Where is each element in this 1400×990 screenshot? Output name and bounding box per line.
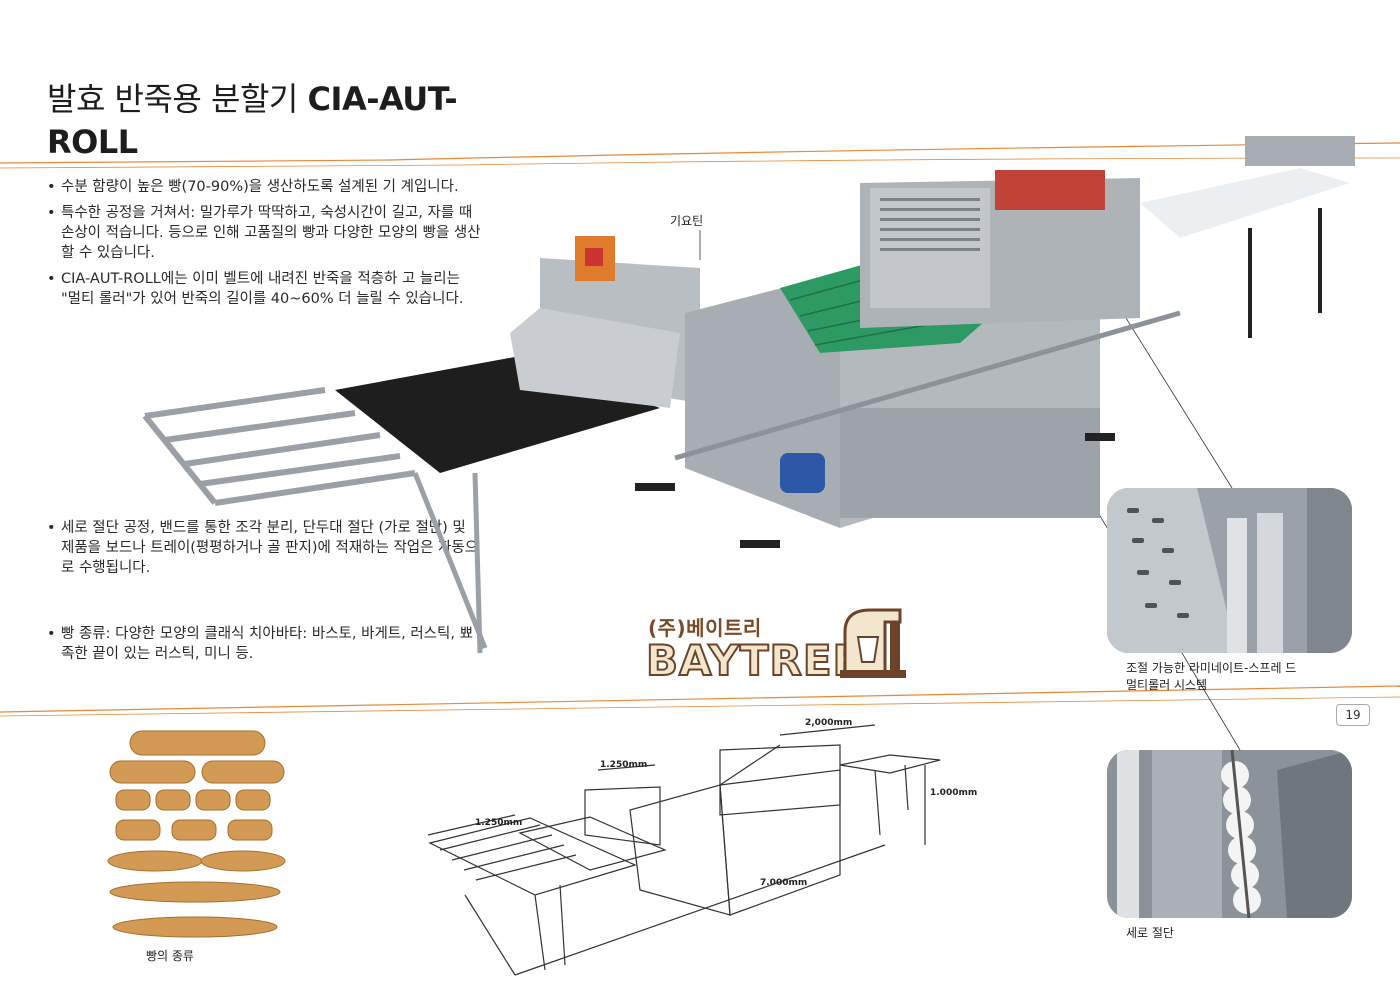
feature-item: 수분 함량이 높은 빵(70-90%)을 생산하도록 설계된 기 계입니다. [43,177,483,197]
feature-item: CIA-AUT-ROLL에는 이미 벨트에 내려진 반죽을 적층하 고 늘리는 … [43,269,483,309]
feature-item: 특수한 공정을 거쳐서: 밀가루가 딱딱하고, 숙성시간이 길고, 자를 때 손… [43,203,483,263]
laminate-roller-image [1107,488,1352,653]
dimension-drawing: 2,000mm 1.250mm 1.250mm 1.000mm 7.000mm [427,718,977,976]
bread-caption: 빵의 종류 [146,949,194,963]
cutting-photo [1107,750,1352,918]
dim-2000: 2,000mm [805,718,852,728]
feature-list: 수분 함량이 높은 빵(70-90%)을 생산하도록 설계된 기 계입니다. 특… [43,177,483,315]
mixer-logo-icon [840,608,906,678]
page-number: 19 [1336,704,1370,726]
guillotine-label: 기요틴 [670,214,704,228]
title-model-line2: ROLL [47,123,138,161]
feature-list-bottom: 빵 종류: 다양한 모양의 클래식 치아바타: 바스토, 바게트, 러스틱, 뾰… [43,624,483,670]
feature-item: 빵 종류: 다양한 모양의 클래식 치아바타: 바스토, 바게트, 러스틱, 뾰… [43,624,483,664]
brand-logo: BAYTREE [645,635,863,686]
dim-1250-left: 1.250mm [475,818,522,828]
dim-1000: 1.000mm [930,788,977,798]
laminate-photo [1107,488,1352,653]
laminate-caption: 조절 가능한 라미네이트-스프레 드 멀티롤러 시스템 [1126,661,1297,692]
company-name-ko: (주)베이트리 [648,616,762,640]
dim-1250-top: 1.250mm [600,760,647,770]
cutting-caption: 세로 절단 [1126,926,1174,940]
machine-illustration [142,136,1355,654]
title-model-line1: CIA-AUT- [307,80,458,118]
cutting-blade-image [1107,750,1352,918]
feature-list-mid: 세로 절단 공정, 밴드를 통한 조각 분리, 단두대 절단 (가로 절단) 및… [43,518,483,584]
title-regular: 발효 반죽용 분할기 [47,80,308,118]
bread-types-image [107,730,286,938]
dim-7000: 7.000mm [760,878,807,888]
feature-item: 세로 절단 공정, 밴드를 통한 조각 분리, 단두대 절단 (가로 절단) 및… [43,518,483,578]
page-title: 발효 반죽용 분할기 CIA-AUT- ROLL [47,78,517,164]
